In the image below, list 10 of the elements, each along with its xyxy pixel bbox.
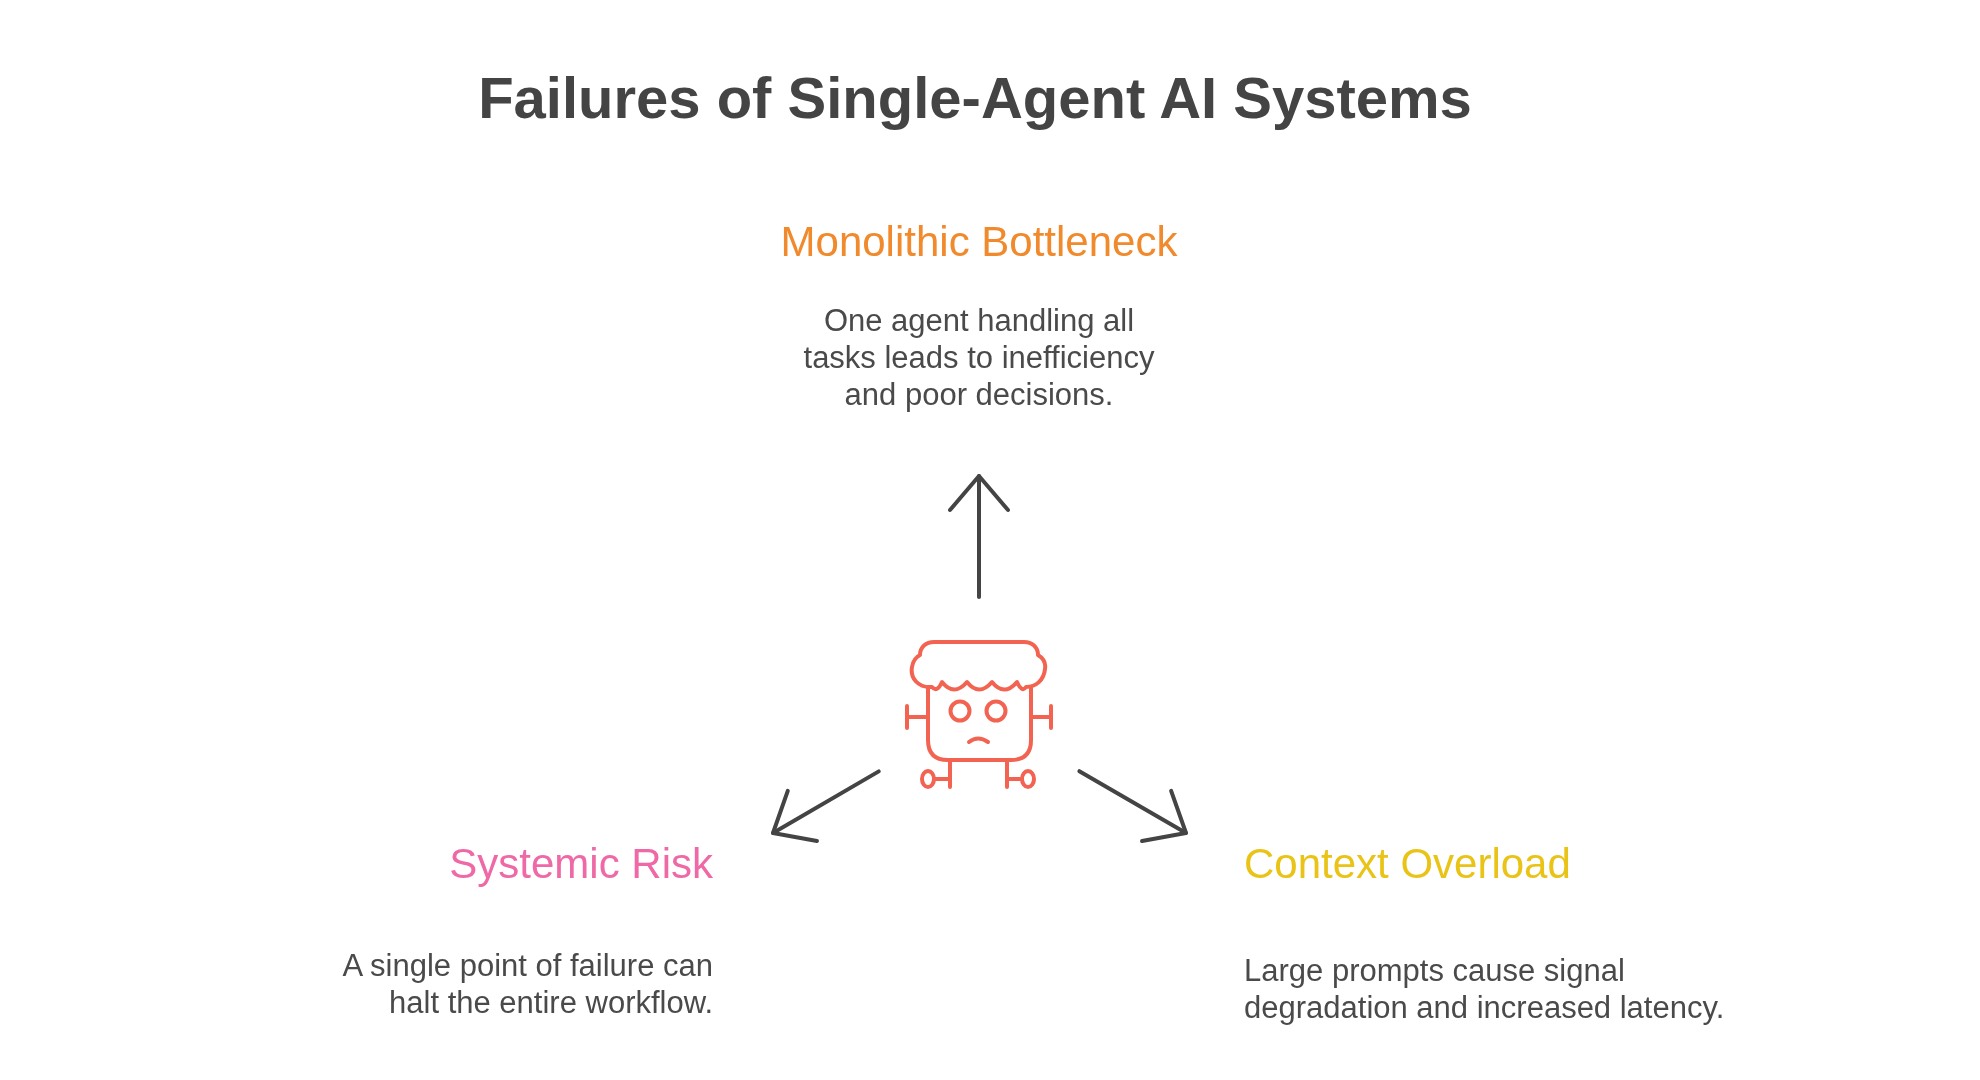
section-heading: Systemic Risk (449, 839, 713, 889)
description-text: Large prompts cause signal degradation and increased latency. (1244, 952, 1726, 1026)
arrow (771, 769, 881, 843)
section-heading: Context Overload (1244, 839, 1571, 889)
diagram-title: Failures of Single-Agent AI Systems (478, 64, 1472, 132)
arrow (1077, 769, 1188, 844)
section-heading: Monolithic Bottleneck (780, 217, 1178, 267)
arrow (948, 474, 1010, 599)
description-text: One agent handling all tasks leads to inefficiency and poor decisions. (802, 302, 1156, 413)
description-text: A single point of failure can halt the entire workflow. (341, 947, 713, 1021)
